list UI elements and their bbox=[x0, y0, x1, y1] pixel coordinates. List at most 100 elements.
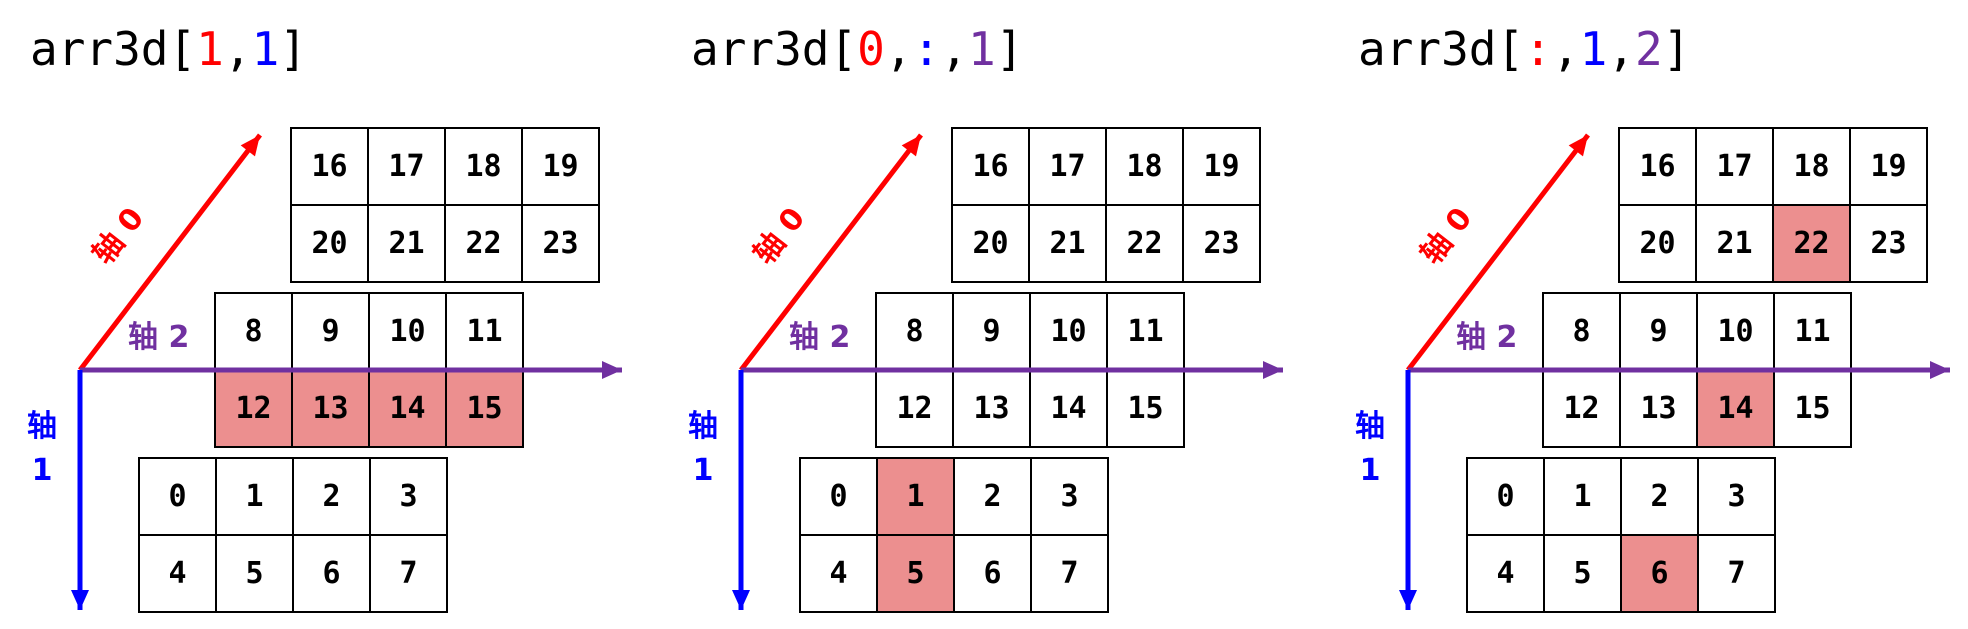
axis-1-label: 轴 1 bbox=[1355, 409, 1385, 488]
array-cell: 12 bbox=[877, 371, 952, 446]
array-cell: 10 bbox=[1698, 294, 1773, 369]
array-cell: 6 bbox=[294, 536, 369, 611]
array-cell: 9 bbox=[954, 294, 1029, 369]
title-part: ] bbox=[279, 22, 307, 76]
array-cell: 13 bbox=[954, 371, 1029, 446]
array-cell: 22 bbox=[1774, 206, 1849, 281]
array-cell: 7 bbox=[371, 536, 446, 611]
array-cell: 22 bbox=[446, 206, 521, 281]
array-cell: 10 bbox=[1031, 294, 1106, 369]
title-part: , bbox=[940, 22, 968, 76]
axis-1-label: 轴 1 bbox=[27, 409, 57, 488]
array-cell: 11 bbox=[1775, 294, 1850, 369]
title-part: , bbox=[1607, 22, 1635, 76]
axis-0-arrow bbox=[739, 133, 923, 372]
axis-2-arrow bbox=[80, 361, 622, 379]
array-cell: 23 bbox=[523, 206, 598, 281]
array-cell: 6 bbox=[1622, 536, 1697, 611]
axis-2-arrow bbox=[1408, 361, 1950, 379]
array-cell: 15 bbox=[447, 371, 522, 446]
array-cell: 16 bbox=[953, 129, 1028, 204]
array-cell: 8 bbox=[1544, 294, 1619, 369]
array-cell: 5 bbox=[217, 536, 292, 611]
array-cell: 21 bbox=[1030, 206, 1105, 281]
axis-2-arrow bbox=[741, 361, 1283, 379]
axes-arrows bbox=[71, 133, 622, 610]
title-part: arr3d[ bbox=[691, 22, 858, 76]
array-cell: 12 bbox=[1544, 371, 1619, 446]
axis-1-label: 轴 1 bbox=[688, 409, 718, 488]
title-part: : bbox=[1524, 22, 1552, 76]
array-cell: 20 bbox=[1620, 206, 1695, 281]
array-cell: 6 bbox=[955, 536, 1030, 611]
title-part: ] bbox=[995, 22, 1024, 76]
array-cell: 8 bbox=[877, 294, 952, 369]
axis-1-arrow bbox=[71, 370, 89, 610]
axes-arrows bbox=[1399, 133, 1950, 610]
array-cell: 18 bbox=[446, 129, 521, 204]
array-cell: 15 bbox=[1775, 371, 1850, 446]
title-part: ] bbox=[1662, 22, 1691, 76]
axis-2-label: 轴 2 bbox=[128, 320, 190, 355]
axes-arrows bbox=[732, 133, 1283, 610]
array-cell: 1 bbox=[1545, 459, 1620, 534]
array-cell: 11 bbox=[1108, 294, 1183, 369]
array-cell: 7 bbox=[1032, 536, 1107, 611]
title-part: 1 bbox=[251, 22, 280, 76]
array-cell: 14 bbox=[370, 371, 445, 446]
array-cell: 2 bbox=[294, 459, 369, 534]
array-cell: 3 bbox=[1699, 459, 1774, 534]
title-part: 1 bbox=[967, 22, 996, 76]
array-cell: 20 bbox=[292, 206, 367, 281]
array-cell: 8 bbox=[216, 294, 291, 369]
array-cell: 11 bbox=[447, 294, 522, 369]
axis-0-arrow bbox=[1406, 133, 1590, 372]
array-cell: 12 bbox=[216, 371, 291, 446]
array-cell: 17 bbox=[369, 129, 444, 204]
array-cell: 23 bbox=[1184, 206, 1259, 281]
array-cell: 16 bbox=[292, 129, 367, 204]
array-cell: 10 bbox=[370, 294, 445, 369]
array-cell: 21 bbox=[369, 206, 444, 281]
array-cell: 1 bbox=[217, 459, 292, 534]
title-part: 1 bbox=[1579, 22, 1608, 76]
array-cell: 15 bbox=[1108, 371, 1183, 446]
array-cell: 22 bbox=[1107, 206, 1182, 281]
array-cell: 16 bbox=[1620, 129, 1695, 204]
title-part: , bbox=[223, 22, 252, 76]
array-cell: 4 bbox=[140, 536, 215, 611]
array-cell: 9 bbox=[293, 294, 368, 369]
array-cell: 13 bbox=[1621, 371, 1696, 446]
array-cell: 0 bbox=[801, 459, 876, 534]
title-part: , bbox=[884, 22, 913, 76]
array-cell: 5 bbox=[1545, 536, 1620, 611]
array-cell: 3 bbox=[371, 459, 446, 534]
array-cell: 0 bbox=[1468, 459, 1543, 534]
axis-1-arrow bbox=[1399, 370, 1417, 610]
array-cell: 14 bbox=[1031, 371, 1106, 446]
array-cell: 19 bbox=[1184, 129, 1259, 204]
title-part: 0 bbox=[857, 22, 885, 76]
array-cell: 18 bbox=[1774, 129, 1849, 204]
array-cell: 2 bbox=[1622, 459, 1697, 534]
index-expression-title: arr3d[1,1] bbox=[30, 22, 307, 76]
array-cell: 13 bbox=[293, 371, 368, 446]
axis-0-arrow bbox=[78, 133, 262, 372]
array-cell: 4 bbox=[801, 536, 876, 611]
array-cell: 21 bbox=[1697, 206, 1772, 281]
axis-2-label: 轴 2 bbox=[789, 320, 851, 355]
title-part: 2 bbox=[1634, 22, 1663, 76]
title-part: , bbox=[1551, 22, 1580, 76]
title-part: arr3d[ bbox=[30, 22, 197, 76]
array-cell: 1 bbox=[878, 459, 953, 534]
array-cell: 23 bbox=[1851, 206, 1926, 281]
array-cell: 19 bbox=[523, 129, 598, 204]
